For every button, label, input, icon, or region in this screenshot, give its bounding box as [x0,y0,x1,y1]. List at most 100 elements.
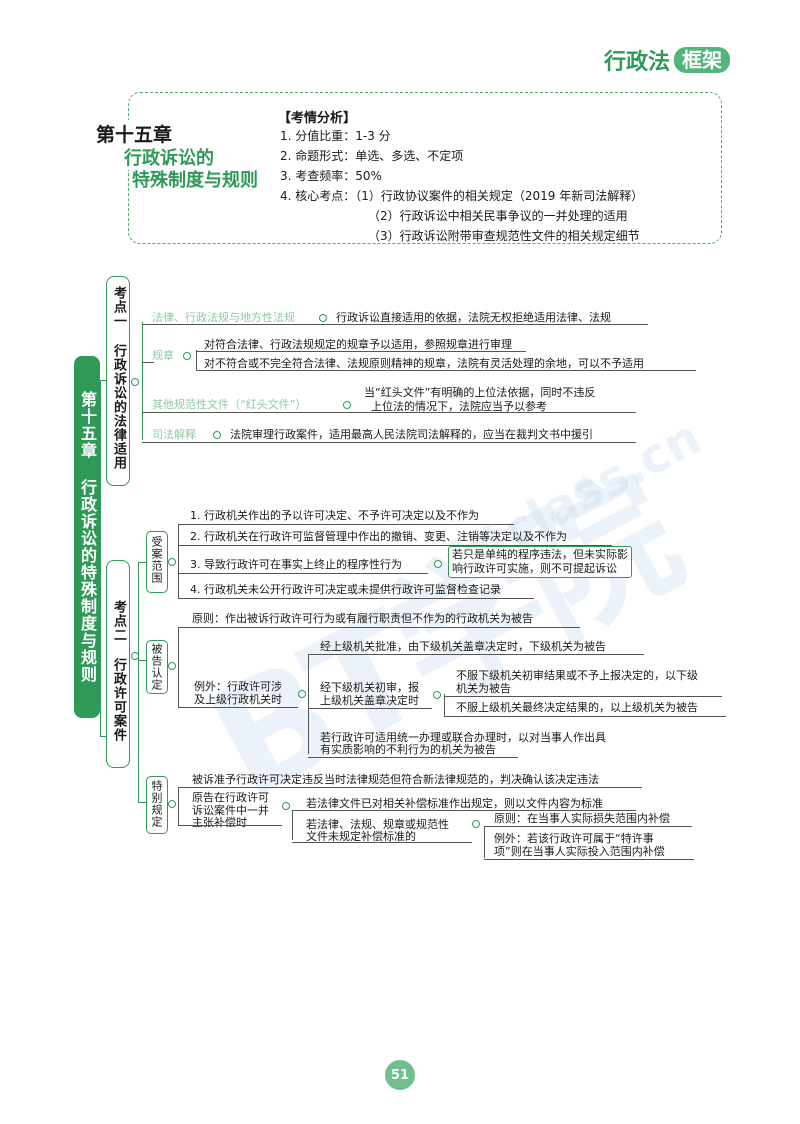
k1-row2-text-a: 对符合法律、行政法规规定的规章予以适用，参照规章进行审理 [204,338,512,351]
k2-sp-principle-line [484,826,692,827]
analysis-line: 3. 考查频率：50% [280,169,382,183]
k1-node [131,378,139,386]
k2-def-principle-line [178,627,580,628]
k2-scope-spine [178,524,179,598]
k2-scope-item3: 3. 导致行政许可在事实上终止的程序性行为 [190,558,402,571]
k1-row2-line-b [196,370,696,371]
k2-box [106,560,130,768]
k2-sp-exception-line [484,859,694,860]
k2-def-exception-b: 及上级行政机关时 [194,693,282,706]
page-number: 51 [390,1067,410,1083]
k2-title: 考点二 行政许可案件 [111,600,126,742]
analysis-line: 4. 核心考点：（1）行政协议案件的相关规定（2019 年新司法解释） [280,189,644,203]
k1-row1-text: 行政诉讼直接适用的依据，法院无权拒绝适用法律、法规 [336,311,611,324]
k1-row1-line [142,324,648,325]
k2-sp-claim-node [282,802,290,810]
k1-row2-text-b: 对不符合或不完全符合法律、法规原则精神的规章，法院有灵活处理的余地，可以不予适用 [204,357,644,370]
k2-scope-item2: 2. 行政机关在行政许可监督管理中作出的撤销、变更、注销等决定以及不作为 [190,530,567,543]
k1-row1-node [319,314,327,322]
k2-scope-node [168,558,176,566]
page-number-badge: 51 [385,1060,415,1090]
root-connector-k2 [100,736,108,737]
analysis-lines: 1. 分值比重：1-3 分 2. 命题形式：单选、多选、不定项 3. 考查频率：… [280,126,643,246]
k2-sp-exception-a: 例外：若该行政许可属于“特许事 [494,832,654,845]
chapter-title-line2: 特殊制度与规则 [132,166,258,192]
k2-def-joint-b: 有实质影响的不利行为的机关为被告 [320,743,496,756]
k2-def-label: 被告认定 [150,643,163,691]
k2-scope-note-node [434,560,442,568]
k2-branch-special [138,802,146,803]
k1-spine [142,322,143,440]
k2-sp-claim-line [178,825,282,826]
analysis-subline: （2）行政诉讼中相关民事争议的一并处理的适用 [368,209,628,223]
k2-scope-note: 若只是单纯的程序违法，但未实际影 响行政许可实施，则不可提起诉讼 [448,546,632,578]
k2-sp-std-yes-line [292,810,636,811]
k2-scope-item4: 4. 行政机关未公开行政许可决定或未提供行政许可监督检查记录 [190,583,501,596]
k2-sp-std-no-a: 若法律、法规、规章或规范性 [306,818,449,831]
k2-def-exception-spine [308,654,309,754]
k2-def-exception-a: 例外：行政许可涉 [194,680,282,693]
root-node: 第十五章 行政诉讼的特殊制度与规则 [74,356,100,718]
k2-def-review-1a: 不服下级机关初审结果或不予上报决定的，以下级 [456,669,698,682]
k2-scope-line1 [178,524,514,525]
k1-row2-key: 规章 [152,349,174,362]
k2-sp-rule-line [178,787,642,788]
k1-row1-key: 法律、行政法规与地方性法规 [152,311,295,324]
k2-def-review-spine [444,694,445,716]
analysis-subline: （3）行政诉讼附带审查规范性文件的相关规定细节 [368,229,640,243]
k2-def-joint-a: 若行政许可适用统一办理或联合办理时，以对当事人作出具 [320,731,606,744]
k2-scope-box [146,531,168,593]
k2-def-principle: 原则：作出被诉行政许可行为或有履行职责但不作为的行政机关为被告 [192,612,533,625]
k2-def-exception-node [298,690,306,698]
k1-row3-key: 其他规范性文件（“红头文件”） [152,398,307,411]
k2-def-node [168,662,176,670]
k1-row3-line [142,412,636,413]
k2-def-spine [178,627,179,707]
k2-sp-spine [178,787,179,825]
k2-scope-line2 [178,545,612,546]
k2-sp-std-no-spine [484,826,485,858]
k2-def-joint-line [308,757,518,758]
k2-sp-claim-b: 诉讼案件中一并 [192,804,269,817]
k1-row4-line [142,442,636,443]
k2-scope-item1: 1. 行政机关作出的予以许可决定、不予许可决定以及不作为 [190,509,479,522]
k2-sp-claim-c: 主张补偿时 [192,816,247,829]
root-connector-k1 [100,380,108,381]
analysis-heading: 【考情分析】 [278,111,357,126]
k1-row4-text: 法院审理行政案件，适用最高人民法院司法解释的，应当在裁判文书中援引 [230,428,593,441]
k2-sp-std-yes: 若法律文件已对相关补偿标准作出规定，则以文件内容为标准 [306,797,603,810]
k2-sp-std-no-b: 文件未规定补偿标准的 [306,830,416,843]
k2-def-review-node [433,691,441,699]
k1-row3-text-a: 当“红头文件”有明确的上位法依据，同时不违反 [364,386,596,399]
k1-row3-text-b: 上位法的情况下，法院应当予以参考 [371,400,547,413]
brand-title: 行政法 [603,50,670,75]
k1-row2-node [183,352,191,360]
k2-sp-node [168,800,176,808]
k2-scope-note-a: 若只是单纯的程序违法，但未实际影 [452,548,628,561]
k2-sp-std-no-node [472,820,480,828]
k2-sp-principle: 原则：在当事人实际损失范围内补偿 [494,812,670,825]
k2-sp-box [146,776,168,834]
k2-def-approve-line [308,654,644,655]
k2-def-review-1b: 机关为被告 [456,682,511,695]
k1-row2-line-a [196,351,526,352]
chapter-title-line1: 行政诉讼的 [124,144,214,170]
k2-sp-label: 特别规定 [150,780,163,828]
k2-sp-rule: 被诉准予行政许可决定违反当时法律规范但符合新法律规范的，判决确认该决定违法 [192,773,599,786]
k1-row2-split [196,350,197,370]
k2-def-approve: 经上级机关批准，由下级机关盖章决定时，下级机关为被告 [320,640,606,653]
chapter-no: 第十五章 [94,120,175,147]
k1-row3-node [343,401,351,409]
k2-def-review-b: 上级机关盖章决定时 [320,694,419,707]
analysis-line: 1. 分值比重：1-3 分 [280,129,391,143]
brand-tag: 框架 [674,47,730,73]
k2-scope-label: 受案范围 [150,536,163,584]
k2-def-box [146,640,168,694]
k2-branch-defendant [138,660,146,661]
k1-row4-key: 司法解释 [152,428,196,441]
k2-scope-line4 [178,598,534,599]
k1-title: 考点一 行政诉讼的法律适用 [111,286,126,470]
k2-def-review-1-line [444,696,722,697]
k2-sp-claim-spine [292,810,293,840]
k2-sp-claim-a: 原告在行政许可 [192,791,269,804]
